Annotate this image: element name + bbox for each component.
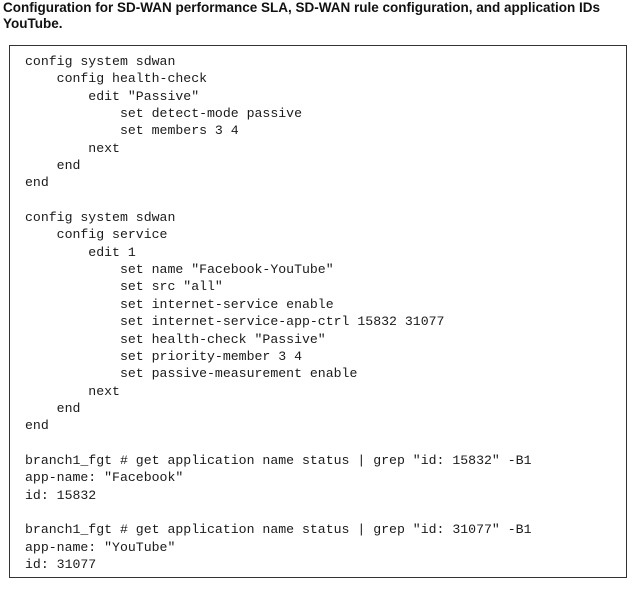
code-line bbox=[25, 192, 531, 209]
code-line: set detect-mode passive bbox=[25, 106, 302, 122]
code-line bbox=[25, 435, 531, 452]
code-line: config health-check bbox=[25, 71, 208, 87]
code-line: set src "all" bbox=[25, 279, 223, 295]
code-line: set name "Facebook-YouTube" bbox=[25, 262, 334, 278]
code-line: next bbox=[25, 140, 120, 156]
figure-caption: Configuration for SD-WAN performance SLA… bbox=[3, 0, 601, 31]
code-line: set health-check "Passive" bbox=[25, 331, 326, 347]
code-line: set internet-service-app-ctrl 15832 3107… bbox=[25, 314, 445, 330]
code-line: config system sdwan bbox=[25, 54, 176, 69]
code-line: app-name: "YouTube" bbox=[25, 539, 176, 555]
code-line: app-name: "Facebook" bbox=[25, 470, 184, 486]
code-line: next bbox=[25, 383, 120, 399]
code-line: config system sdwan bbox=[25, 210, 176, 226]
code-line: set priority-member 3 4 bbox=[25, 348, 302, 364]
code-line: branch1_fgt # get application name statu… bbox=[25, 522, 532, 538]
code-line bbox=[25, 504, 531, 521]
code-line: id: 31077 bbox=[25, 556, 97, 572]
cli-config-box: config system sdwan config health-check … bbox=[9, 45, 627, 578]
code-line: end bbox=[25, 418, 49, 434]
code-line: branch1_fgt # get application name statu… bbox=[25, 452, 532, 468]
code-line: end bbox=[25, 175, 49, 191]
code-line: config service bbox=[25, 227, 168, 243]
code-line: id: 15832 bbox=[25, 487, 97, 503]
cli-code-block: config system sdwan config health-check … bbox=[25, 53, 531, 573]
code-line: edit 1 bbox=[25, 244, 136, 260]
code-line: set members 3 4 bbox=[25, 123, 239, 139]
code-line: end bbox=[25, 400, 81, 416]
code-line: set internet-service enable bbox=[25, 296, 334, 312]
code-line: set passive-measurement enable bbox=[25, 366, 358, 382]
code-line: edit "Passive" bbox=[25, 88, 200, 104]
code-line: end bbox=[25, 158, 81, 174]
